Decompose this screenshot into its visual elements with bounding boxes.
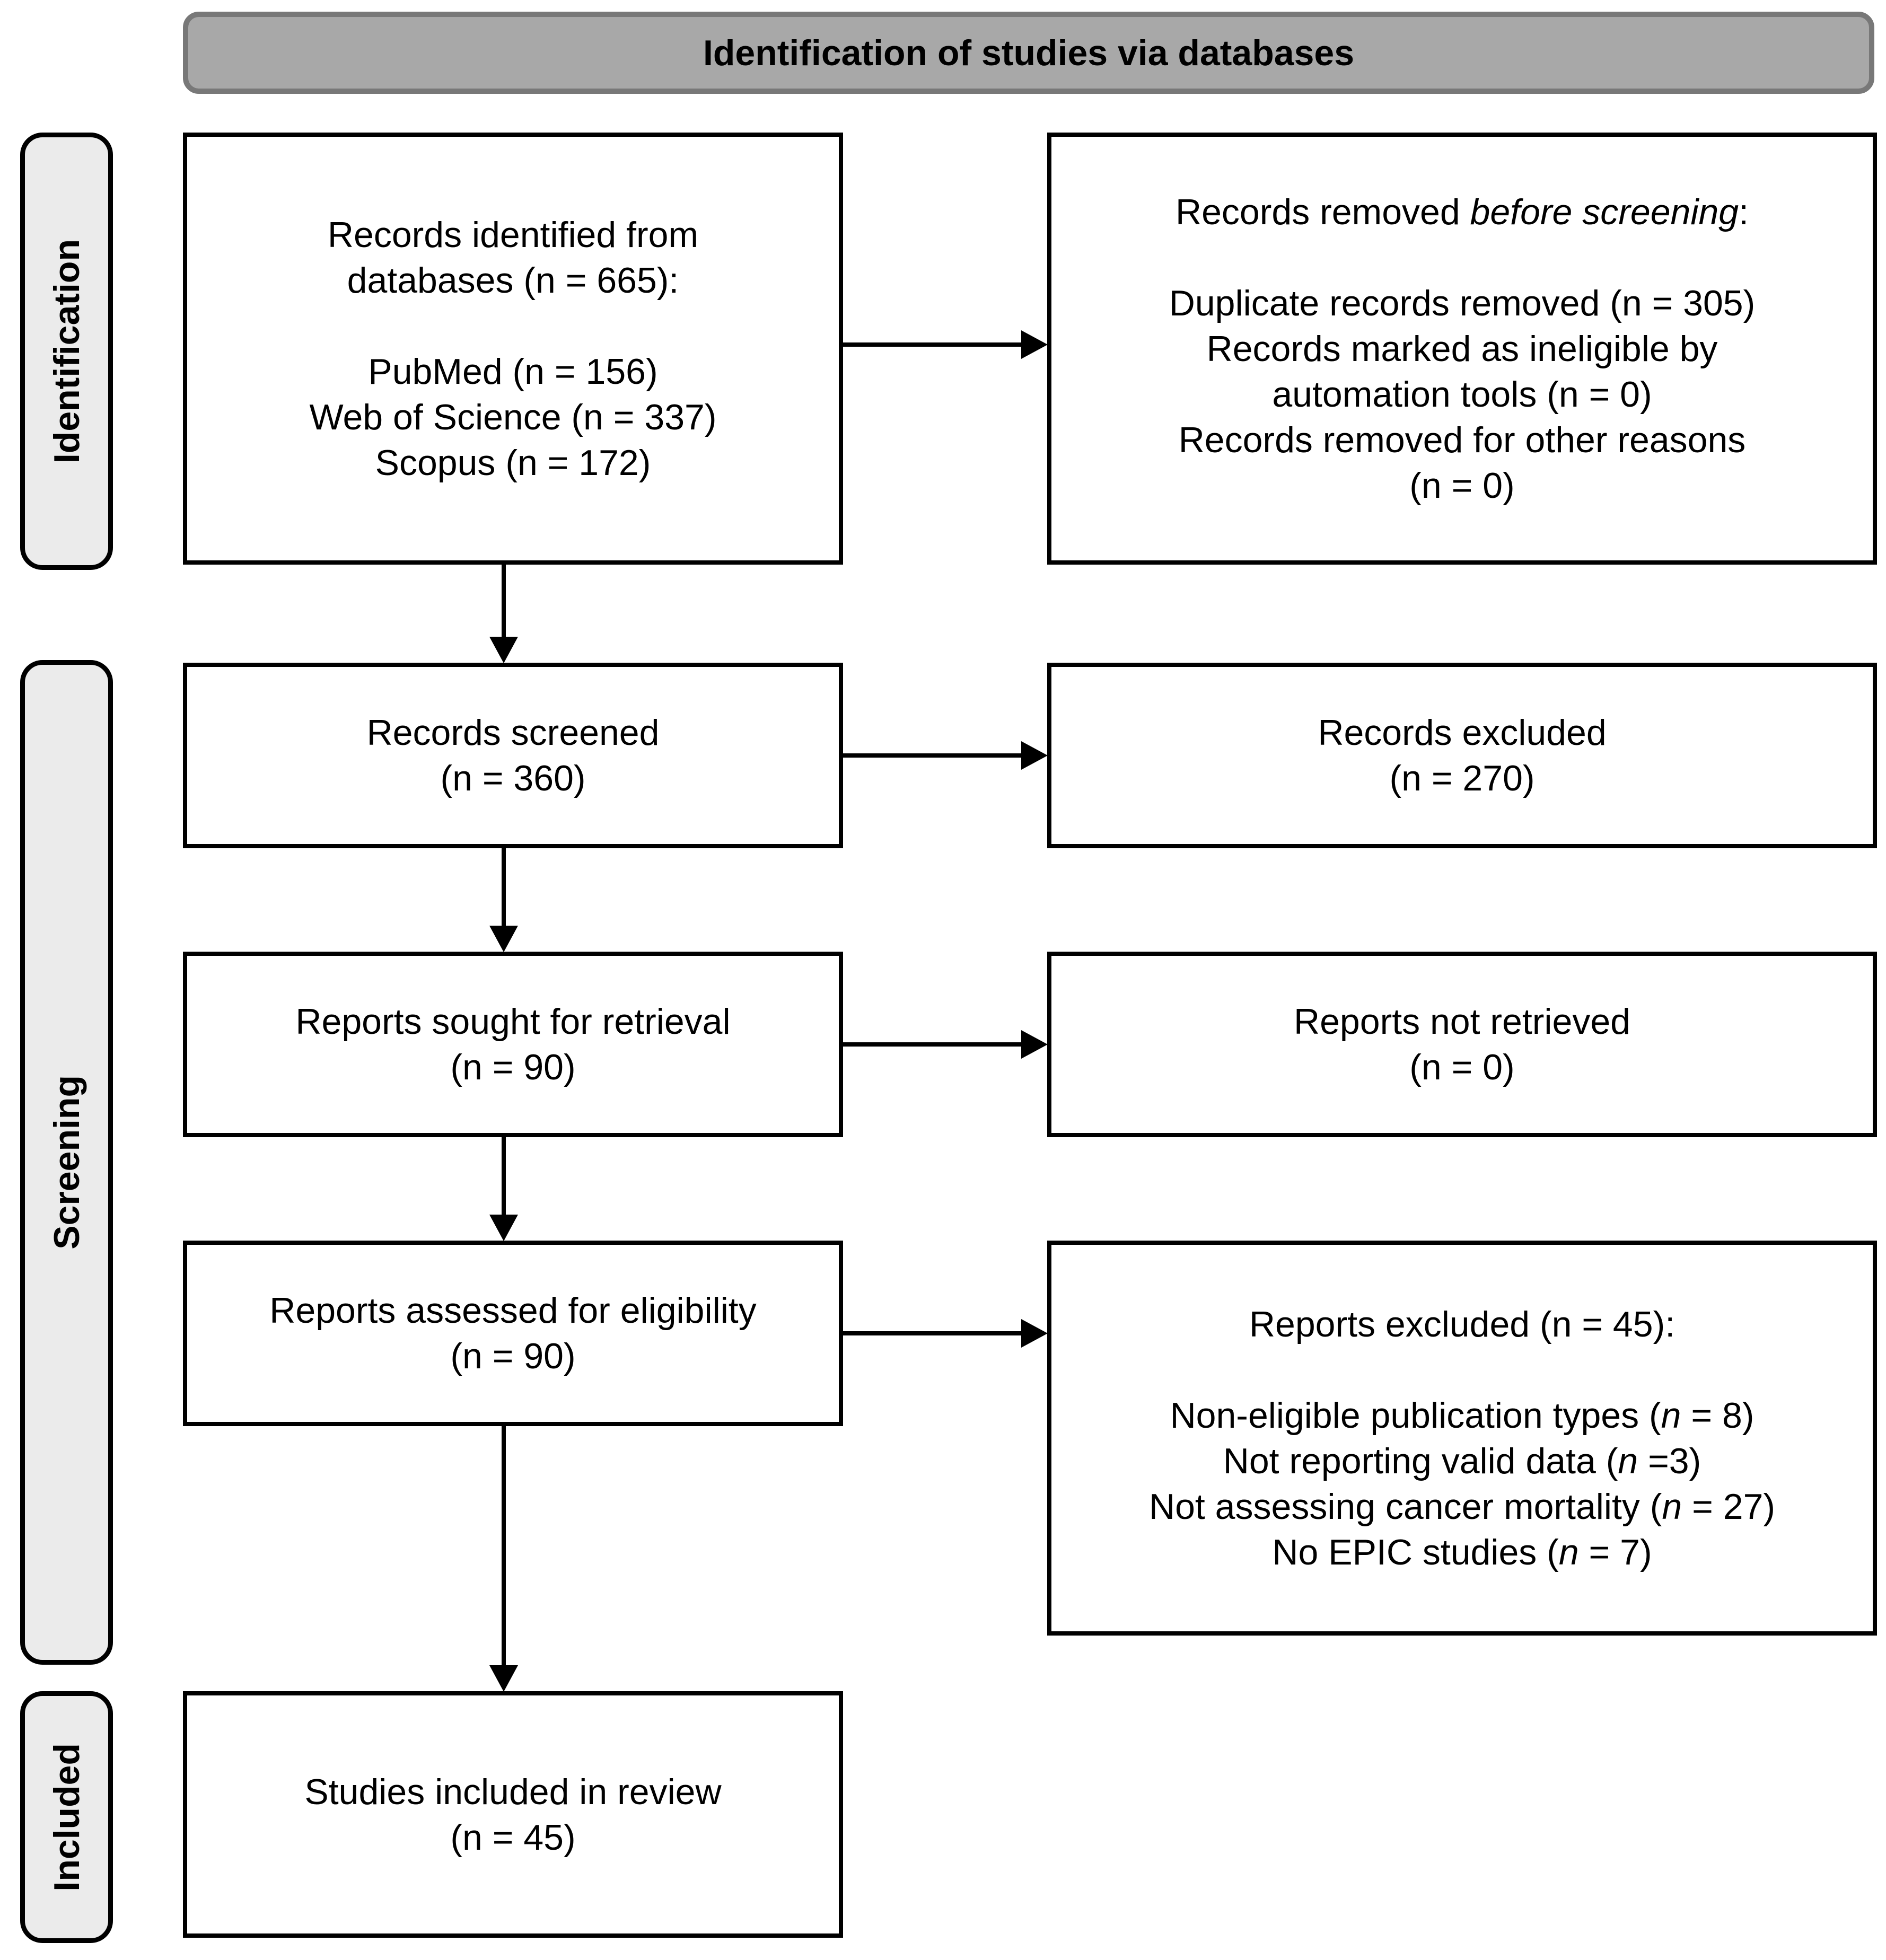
arrow-screened-to-sought-head-icon: [489, 926, 518, 952]
box-records-excluded-text: Records excluded(n = 270): [1318, 713, 1607, 798]
box-records-removed-before-screening: Records removed before screening: Duplic…: [1047, 133, 1877, 565]
box-reports-assessed-text: Reports assessed for eligibility(n = 90): [269, 1290, 757, 1376]
arrow-screened-to-sought-line: [502, 848, 506, 927]
box-records-screened: Records screened(n = 360): [183, 663, 843, 848]
box-studies-included-in-review: Studies included in review(n = 45): [183, 1691, 843, 1938]
arrow-sought-to-assessed-head-icon: [489, 1215, 518, 1241]
arrow-assessed-to-reports-excluded-head-icon: [1021, 1319, 1048, 1348]
arrow-screened-to-excluded-line: [843, 753, 1023, 758]
box-records-screened-text: Records screened(n = 360): [366, 713, 660, 798]
arrow-sought-to-assessed-line: [502, 1137, 506, 1216]
arrow-identified-to-screened-head-icon: [489, 637, 518, 663]
box-reports-excluded: Reports excluded (n = 45): Non-eligible …: [1047, 1241, 1877, 1636]
stage-label-screening-text: Screening: [46, 1075, 87, 1250]
box-reports-assessed-for-eligibility: Reports assessed for eligibility(n = 90): [183, 1241, 843, 1426]
arrow-identified-to-removed-head-icon: [1021, 330, 1048, 359]
stage-label-screening: Screening: [20, 660, 113, 1665]
stage-label-included-text: Included: [46, 1743, 87, 1892]
box-reports-excluded-text: Reports excluded (n = 45): Non-eligible …: [1148, 1304, 1776, 1572]
box-studies-included-text: Studies included in review(n = 45): [304, 1771, 722, 1858]
stage-label-identification-text: Identification: [46, 239, 87, 464]
arrow-assessed-to-reports-excluded-line: [843, 1331, 1023, 1335]
stage-label-identification: Identification: [20, 133, 113, 570]
box-reports-sought-for-retrieval: Reports sought for retrieval(n = 90): [183, 952, 843, 1137]
box-records-removed-text: Records removed before screening: Duplic…: [1169, 191, 1756, 506]
box-reports-sought-text: Reports sought for retrieval(n = 90): [295, 1001, 731, 1087]
box-reports-not-retrieved: Reports not retrieved(n = 0): [1047, 952, 1877, 1137]
title-banner: Identification of studies via databases: [183, 12, 1874, 94]
arrow-sought-to-not-retrieved-line: [843, 1042, 1023, 1047]
arrow-screened-to-excluded-head-icon: [1021, 741, 1048, 770]
box-reports-not-retrieved-text: Reports not retrieved(n = 0): [1294, 1001, 1630, 1087]
stage-label-included: Included: [20, 1691, 113, 1943]
arrow-assessed-to-included-head-icon: [489, 1665, 518, 1692]
arrow-sought-to-not-retrieved-head-icon: [1021, 1030, 1048, 1059]
box-records-excluded: Records excluded(n = 270): [1047, 663, 1877, 848]
arrow-identified-to-removed-line: [843, 342, 1023, 347]
title-text: Identification of studies via databases: [703, 32, 1355, 73]
arrow-assessed-to-included-line: [502, 1426, 506, 1667]
arrow-identified-to-screened-line: [502, 565, 506, 641]
